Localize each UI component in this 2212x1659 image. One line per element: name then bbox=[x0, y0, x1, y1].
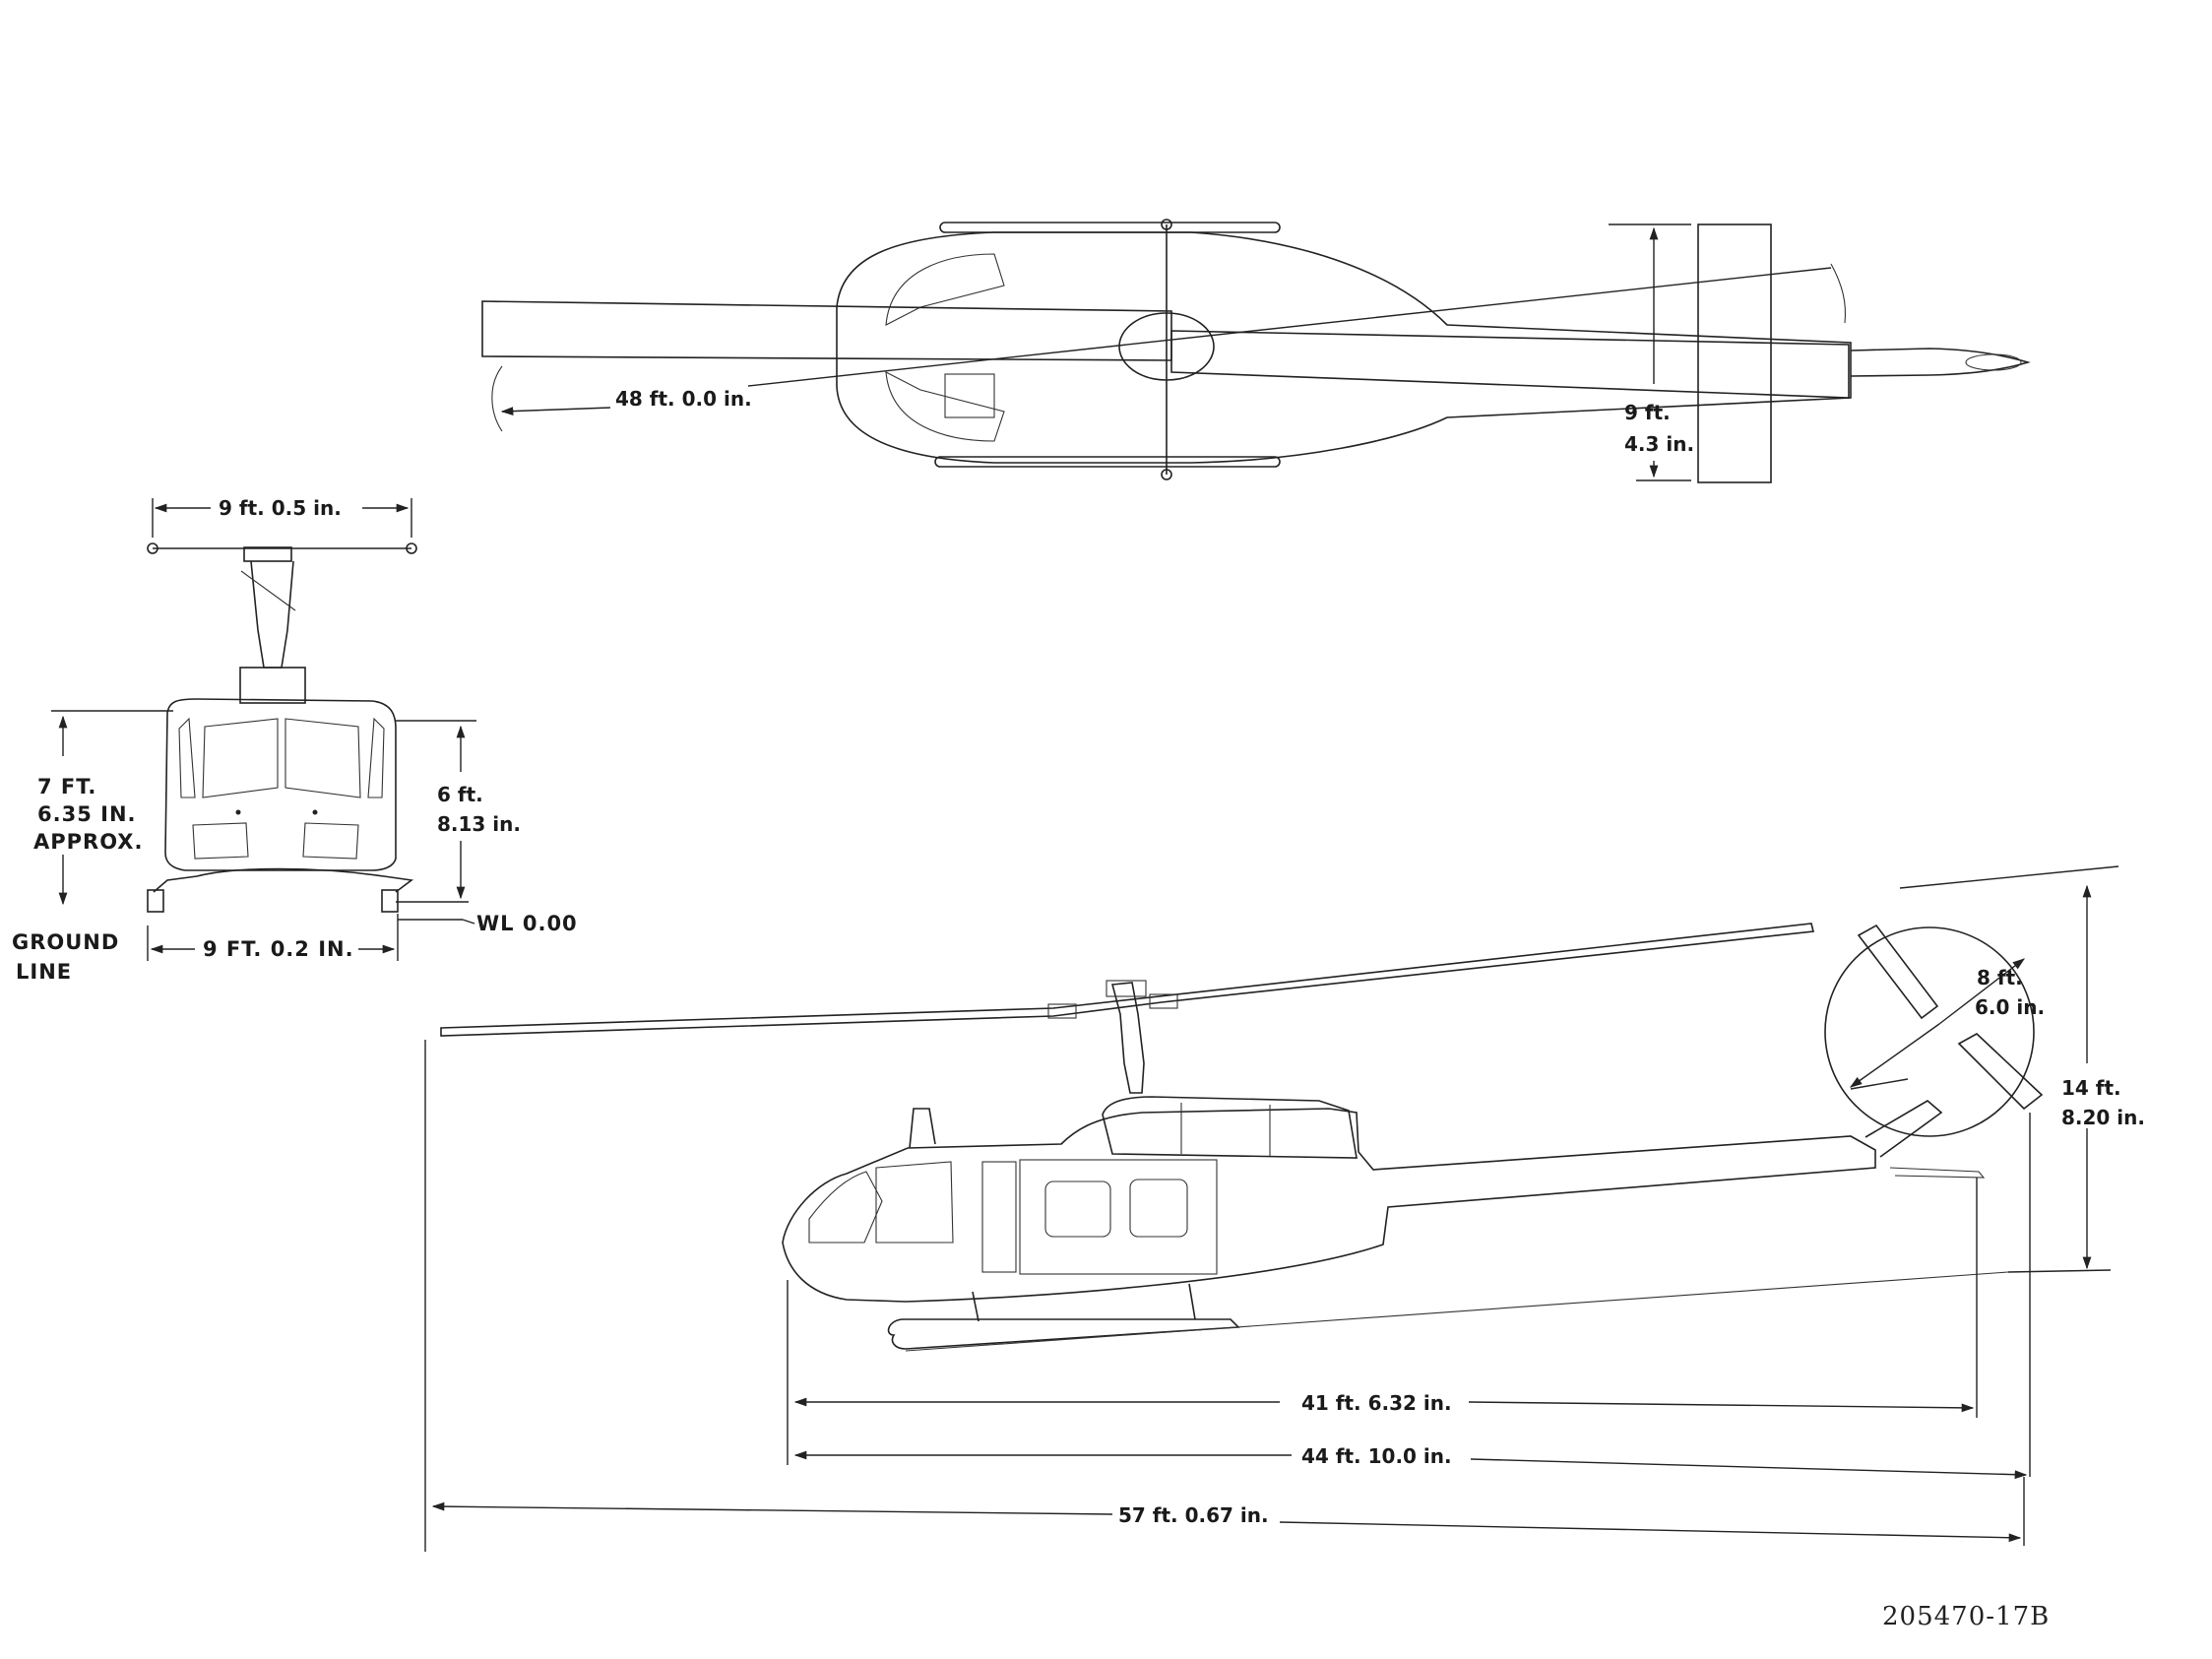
front-windshield-right bbox=[284, 718, 361, 798]
front-skid-width-label: 9 FT. 0.2 IN. bbox=[203, 937, 354, 961]
side-tail-rotor-disc bbox=[1824, 926, 2035, 1137]
front-overall-height-label-3: APPROX. bbox=[33, 830, 143, 854]
front-view: 9 ft. 0.5 in. 7 FT. 6.35 IN. APPROX. 6 f… bbox=[12, 496, 578, 984]
front-waterline-label: WL 0.00 bbox=[476, 912, 578, 935]
side-cockpit-door-window bbox=[875, 1161, 954, 1244]
side-rotor-mast bbox=[1110, 982, 1145, 1094]
top-view: 48 ft. 0.0 in. 9 ft. 4.3 in. bbox=[481, 219, 2031, 483]
side-tail-rotor-blade-upper bbox=[1857, 924, 1939, 1020]
top-tail-boom bbox=[1850, 348, 2031, 377]
side-tail-rotor-blade-lower bbox=[1957, 1033, 2044, 1111]
top-cabin-hatch bbox=[944, 373, 995, 418]
front-ground-line-label-1: GROUND bbox=[12, 930, 119, 954]
side-cargo-door bbox=[1019, 1159, 1218, 1275]
top-fuselage-outline bbox=[836, 231, 1852, 464]
top-rotor-diameter-label: 48 ft. 0.0 in. bbox=[615, 387, 752, 411]
front-ground-line-label-2: LINE bbox=[16, 960, 72, 984]
side-cabin-window-1 bbox=[1044, 1180, 1111, 1238]
front-lower-window-right bbox=[302, 822, 359, 860]
side-engine-cowl bbox=[1102, 1096, 1358, 1159]
front-cabin-height-label-2: 8.13 in. bbox=[437, 812, 521, 836]
side-overall-length-label: 57 ft. 0.67 in. bbox=[1118, 1503, 1269, 1527]
top-stabilizer-span-label-1: 9 ft. bbox=[1624, 401, 1671, 424]
side-overall-fuselage-length-label: 44 ft. 10.0 in. bbox=[1301, 1444, 1452, 1468]
top-rotor-diameter-line bbox=[747, 267, 1832, 387]
top-skid-upper bbox=[939, 222, 1281, 233]
front-rotor-hub bbox=[243, 546, 292, 562]
side-cabin-window-2 bbox=[1129, 1179, 1188, 1238]
side-ground-line bbox=[905, 1271, 2009, 1352]
side-overall-height-label-1: 14 ft. bbox=[2061, 1076, 2121, 1100]
front-engine-cowl bbox=[239, 667, 306, 704]
side-tail-rotor-label-2: 6.0 in. bbox=[1975, 995, 2045, 1019]
front-windshield-left bbox=[202, 718, 279, 798]
front-mast bbox=[250, 560, 294, 669]
top-stabilizer-span-label-2: 4.3 in. bbox=[1624, 432, 1694, 456]
side-main-rotor-blade bbox=[440, 923, 1814, 1037]
front-overall-height-label-2: 6.35 IN. bbox=[37, 802, 137, 826]
front-overall-height-label-1: 7 FT. bbox=[37, 775, 96, 798]
side-landing-skid bbox=[887, 1318, 1240, 1350]
drawing-number: 205470-17B bbox=[1882, 1602, 2050, 1631]
top-skid-lower bbox=[934, 456, 1281, 468]
front-left-door-window bbox=[178, 717, 196, 798]
front-lower-window-left bbox=[192, 822, 249, 860]
top-cockpit-window-lower bbox=[885, 371, 1005, 442]
top-main-rotor-blade-right bbox=[1170, 330, 1850, 399]
side-tail-rotor-label-1: 8 ft. bbox=[1977, 966, 2023, 989]
top-horizontal-stabilizer bbox=[1697, 223, 1772, 483]
front-hub-width-label: 9 ft. 0.5 in. bbox=[219, 496, 342, 520]
front-cabin-height-label-1: 6 ft. bbox=[437, 783, 483, 806]
side-view: 8 ft. 6.0 in. 14 ft. 8.20 in. 41 ft. 6.3… bbox=[424, 865, 2145, 1552]
side-fuselage bbox=[782, 1108, 1876, 1303]
side-nose-window bbox=[808, 1171, 883, 1244]
side-tail-fin bbox=[1864, 1100, 1943, 1158]
front-skid-gear bbox=[153, 867, 414, 893]
front-cabin-body bbox=[164, 698, 397, 871]
side-cabin-door-front bbox=[981, 1161, 1017, 1273]
top-cockpit-window bbox=[885, 253, 1005, 326]
side-overall-height-label-2: 8.20 in. bbox=[2061, 1106, 2145, 1129]
front-right-door-window bbox=[367, 717, 385, 798]
side-fuselage-length-label: 41 ft. 6.32 in. bbox=[1301, 1391, 1452, 1415]
